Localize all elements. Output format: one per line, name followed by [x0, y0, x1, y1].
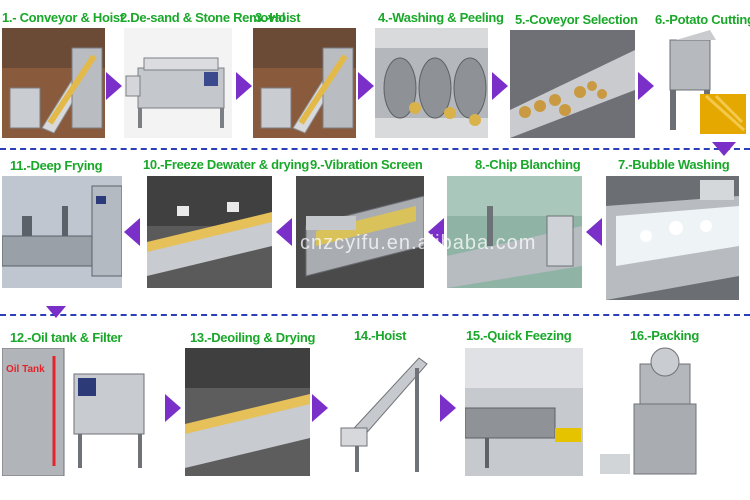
flow-arrow-10-11: [276, 218, 292, 246]
step-9-label: 9.-Vibration Screen: [310, 157, 423, 172]
step-6-photo: [656, 30, 748, 138]
flow-arrow-2-3: [236, 72, 252, 100]
flow-arrow-12-13: [165, 394, 181, 422]
step-14-label: 14.-Hoist: [354, 328, 406, 343]
flow-arrow-3-4: [358, 72, 374, 100]
step-16-label: 16.-Packing: [630, 328, 699, 343]
step-13-label: 13.-Deoiling & Drying: [190, 330, 315, 345]
step-4-photo: [375, 28, 488, 138]
step-10-photo: [147, 176, 272, 288]
flow-arrow-11-12: [46, 306, 66, 318]
watermark: cnzcyifu.en.alibaba.com: [300, 232, 536, 255]
row-divider-2: [0, 314, 750, 316]
step-16-photo: [590, 344, 740, 484]
row-divider-1: [0, 148, 750, 150]
step-3-label: 3.-Hoist: [255, 10, 300, 25]
step-13-photo: [185, 348, 310, 476]
step-10-label: 10.-Freeze Dewater & drying: [143, 157, 309, 172]
step-1-label: 1.- Conveyor & Hoist: [2, 10, 124, 25]
flow-arrow-12-11: [124, 218, 140, 246]
step-2-photo: [124, 28, 232, 138]
step-15-photo: [465, 348, 583, 476]
flow-arrow-4-5: [492, 72, 508, 100]
step-12-label: 12.-Oil tank & Filter: [10, 330, 122, 345]
step-5-photo: [510, 30, 635, 138]
flow-arrow-5-6: [638, 72, 654, 100]
step-7-label: 7.-Bubble Washing: [618, 157, 729, 172]
step-15-label: 15.-Quick Feezing: [466, 328, 571, 343]
step-8-label: 8.-Chip Blanching: [475, 157, 580, 172]
step-5-label: 5.-Coveyor Selection: [515, 12, 638, 27]
flow-arrow-1-2: [106, 72, 122, 100]
step-7-photo: [606, 176, 739, 300]
step-14-photo: [335, 348, 435, 476]
step-1-photo: [2, 28, 105, 138]
step-6-label: 6.-Potato Cutting: [655, 12, 750, 27]
oil-tank-logo: Oil Tank: [6, 364, 45, 375]
step-3-photo: [253, 28, 356, 138]
flow-arrow-13-14: [312, 394, 328, 422]
step-4-label: 4.-Washing & Peeling: [378, 10, 504, 25]
flow-arrow-14-15: [440, 394, 456, 422]
flow-arrow-6-7: [712, 142, 736, 156]
step-11-photo: [2, 176, 122, 288]
flow-arrow-8-9: [586, 218, 602, 246]
step-11-label: 11.-Deep Frying: [10, 158, 102, 173]
